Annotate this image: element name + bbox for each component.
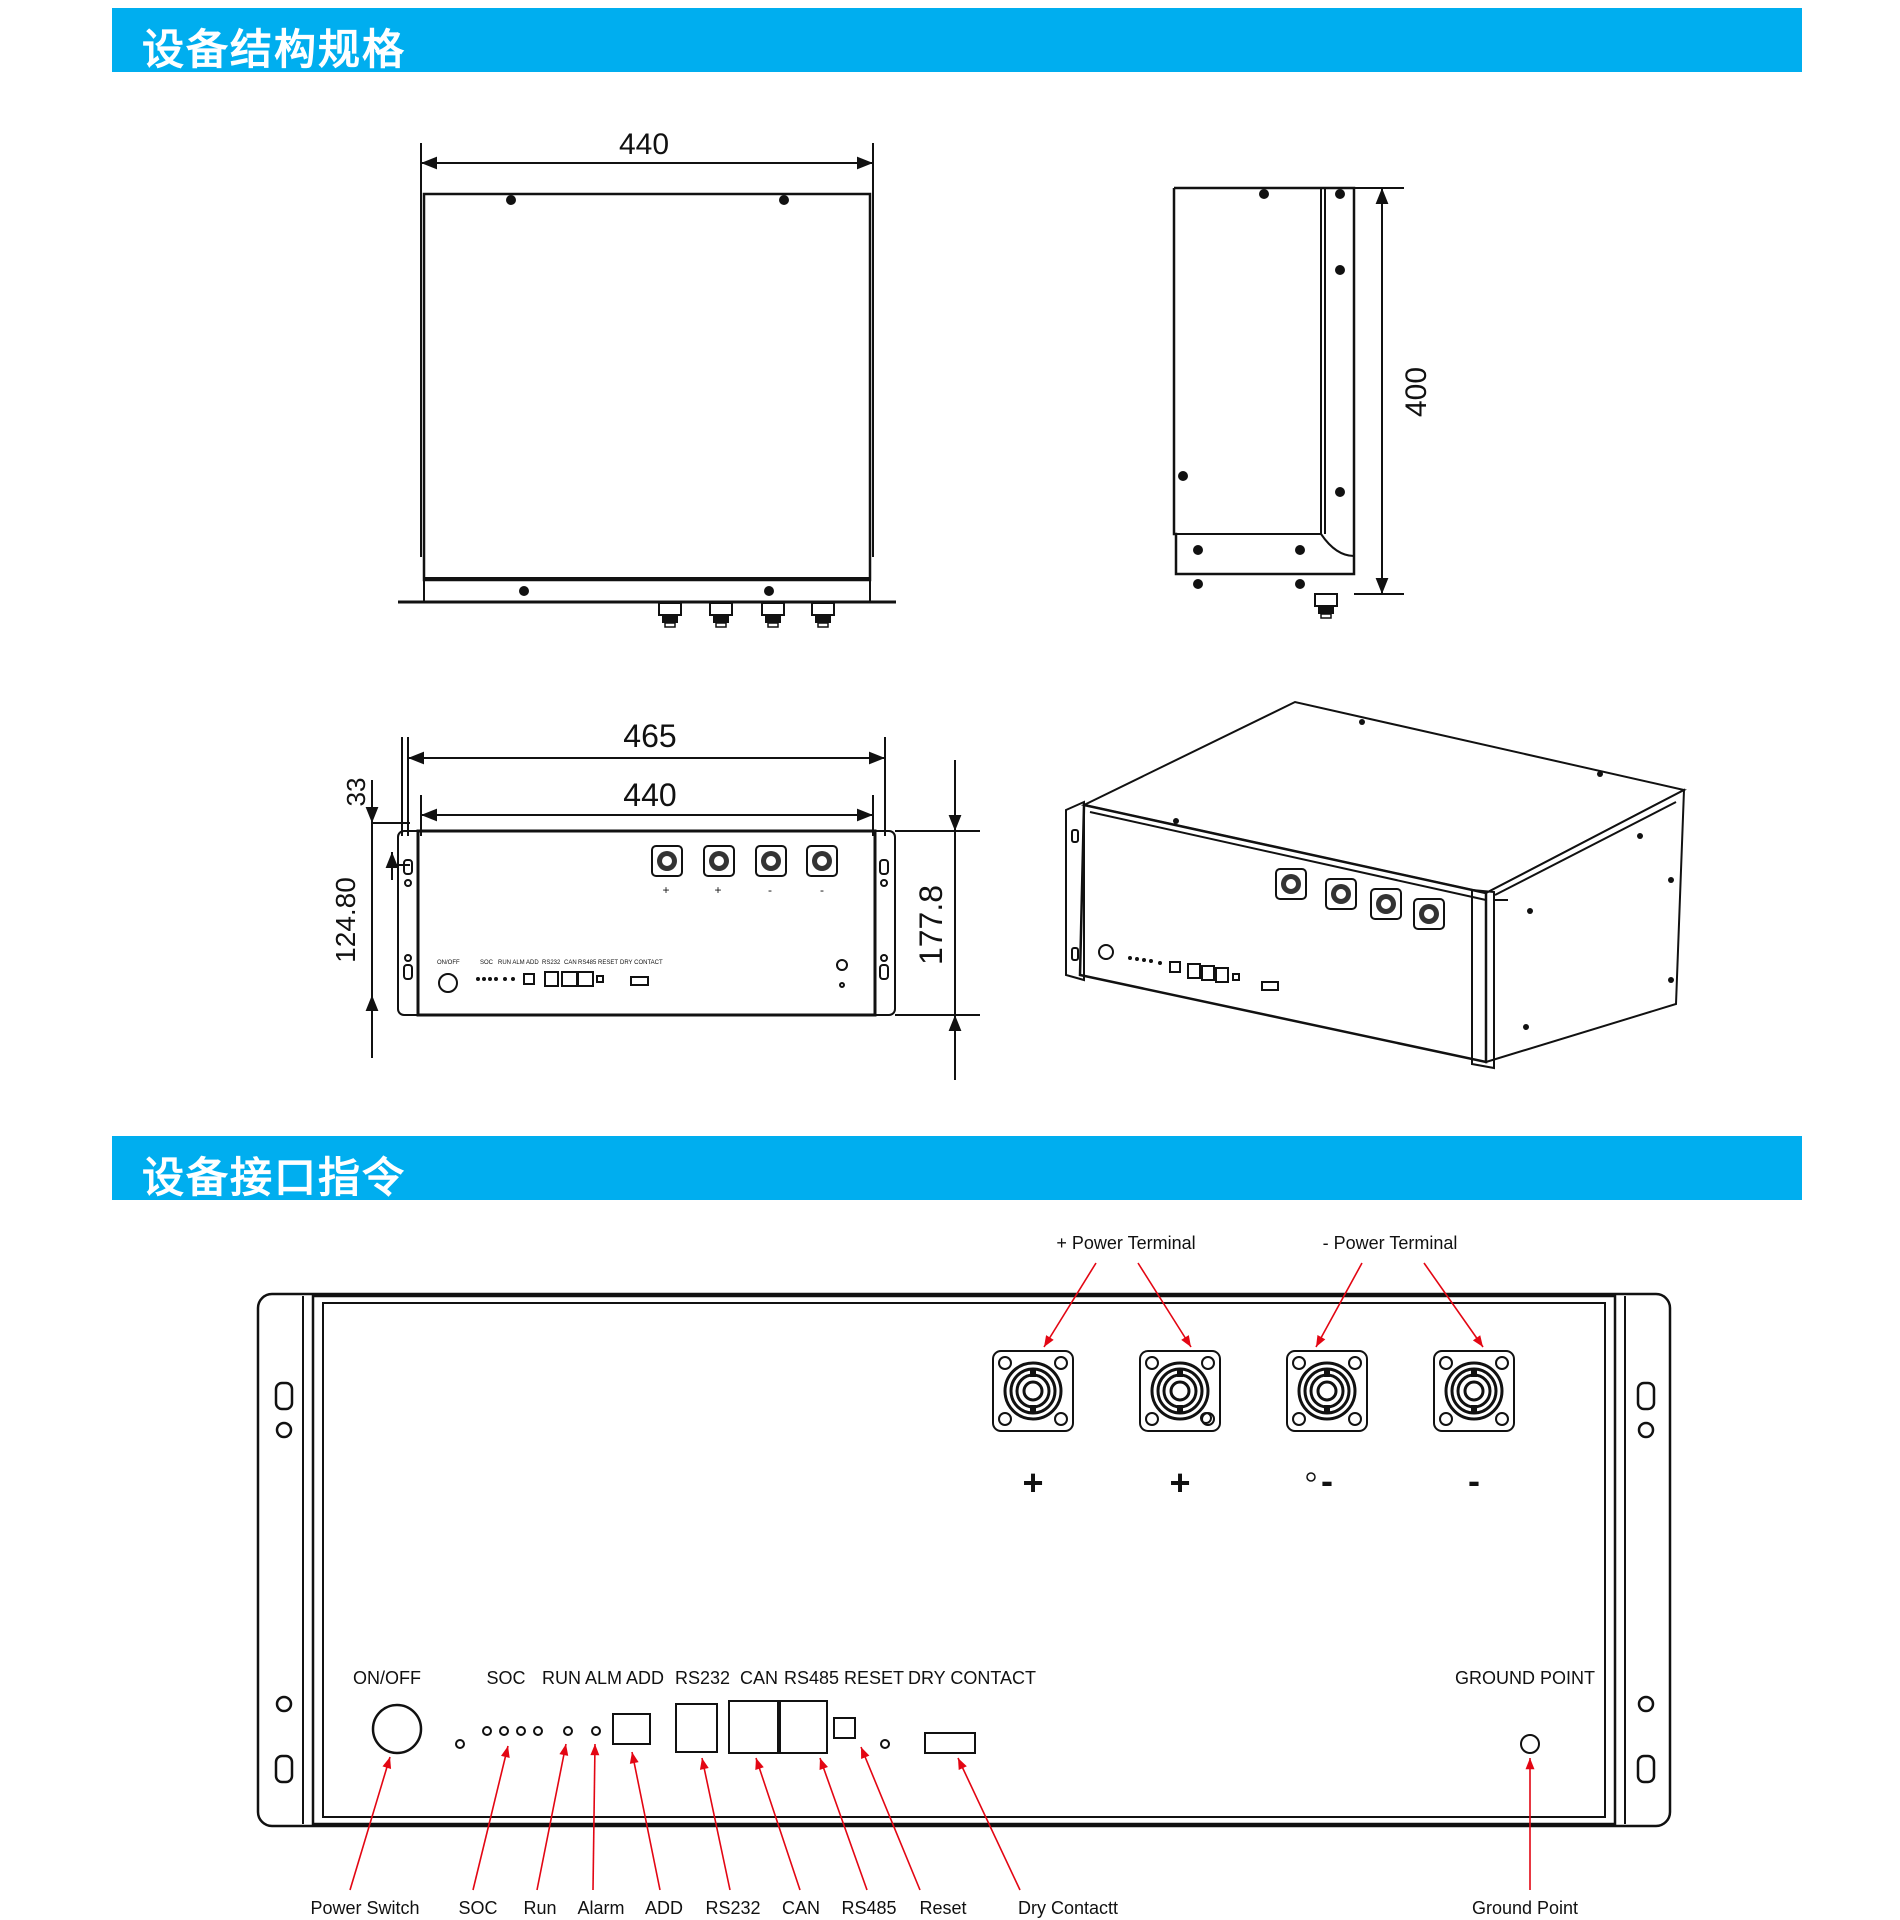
callout-can: CAN <box>782 1898 820 1918</box>
front-height-label: 177.8 <box>913 885 949 965</box>
plus-terminal-1 <box>991 1349 1075 1433</box>
interface-title: 设备接口指令 <box>142 1153 407 1202</box>
callout-add: ADD <box>645 1898 683 1918</box>
minus-terminal-2 <box>1432 1349 1516 1433</box>
structure-title: 设备结构规格 <box>142 25 407 74</box>
callout-alarm: Alarm <box>577 1898 624 1918</box>
structure-banner: 设备结构规格 <box>112 8 1802 74</box>
small-sign-1: + <box>662 883 669 897</box>
panel-soc: SOC <box>486 1668 525 1688</box>
panel-run-alm-add: RUN ALM ADD <box>542 1668 664 1688</box>
panel-controls <box>371 1700 1540 1755</box>
top-view-holes <box>506 195 789 596</box>
panel-sign-4: - <box>1468 1460 1480 1501</box>
top-view-terminals <box>658 602 835 628</box>
front-view-small-connectors <box>651 845 838 877</box>
callout-power-switch: Power Switch <box>310 1898 419 1918</box>
panel-dry-contact: DRY CONTACT <box>908 1668 1036 1688</box>
callout-dry-contact: Dry Contactt <box>1018 1898 1118 1918</box>
small-can: CAN <box>564 960 577 966</box>
interface-panel <box>256 1292 1672 1828</box>
side-view-terminal <box>1314 593 1338 619</box>
panel-ground-point: GROUND POINT <box>1455 1668 1595 1688</box>
small-sign-2: + <box>714 883 721 897</box>
front-overall-width-label: 465 <box>623 718 676 754</box>
top-view <box>398 143 896 604</box>
small-sign-3: - <box>768 883 772 897</box>
side-view <box>1172 186 1404 595</box>
panel-on-off: ON/OFF <box>353 1668 421 1688</box>
minus-terminal-1 <box>1285 1349 1369 1433</box>
terminal-mark <box>1306 1472 1316 1482</box>
plus-terminal-label: + Power Terminal <box>1056 1233 1195 1253</box>
panel-rs485-reset: RS485 RESET <box>784 1668 904 1688</box>
panel-sign-1: + <box>1022 1462 1043 1503</box>
callout-rs485: RS485 <box>841 1898 896 1918</box>
callout-soc: SOC <box>458 1898 497 1918</box>
panel-can: CAN <box>740 1668 778 1688</box>
front-view-small <box>397 829 896 1017</box>
side-depth-label: 400 <box>1400 367 1433 417</box>
front-view-small-leds <box>476 977 515 981</box>
front-hole-spacing-label: 124.80 <box>330 877 361 963</box>
small-rs485-reset: RS485 RESET <box>578 960 618 966</box>
small-soc: SOC <box>480 960 494 966</box>
isometric-view <box>1065 700 1687 1070</box>
top-width-label: 440 <box>619 128 669 161</box>
plus-terminal-2 <box>1138 1349 1222 1433</box>
panel-sign-2: + <box>1169 1462 1190 1503</box>
isometric-details <box>1128 719 1674 1030</box>
small-dry-contact: DRY CONTACT <box>620 960 663 966</box>
callout-ground-point: Ground Point <box>1472 1898 1578 1918</box>
terminal-screw <box>1200 1412 1212 1424</box>
panel-terminals <box>991 1349 1516 1433</box>
callout-arrows <box>349 1262 1535 1891</box>
callout-reset: Reset <box>919 1898 966 1918</box>
front-view-dims <box>365 737 980 1080</box>
panel-rs232: RS232 <box>675 1668 730 1688</box>
minus-terminal-label: - Power Terminal <box>1323 1233 1458 1253</box>
panel-sign-3: - <box>1321 1460 1333 1501</box>
small-rs232: RS232 <box>542 960 561 966</box>
callout-run: Run <box>523 1898 556 1918</box>
small-on-off: ON/OFF <box>437 960 460 966</box>
interface-banner: 设备接口指令 <box>112 1136 1802 1202</box>
small-sign-4: - <box>820 883 824 897</box>
small-run-alm-add: RUN ALM ADD <box>498 960 539 966</box>
front-offset-label: 33 <box>341 778 371 807</box>
callout-rs232: RS232 <box>705 1898 760 1918</box>
side-view-holes <box>1178 189 1345 589</box>
front-inner-width-label: 440 <box>623 777 676 813</box>
